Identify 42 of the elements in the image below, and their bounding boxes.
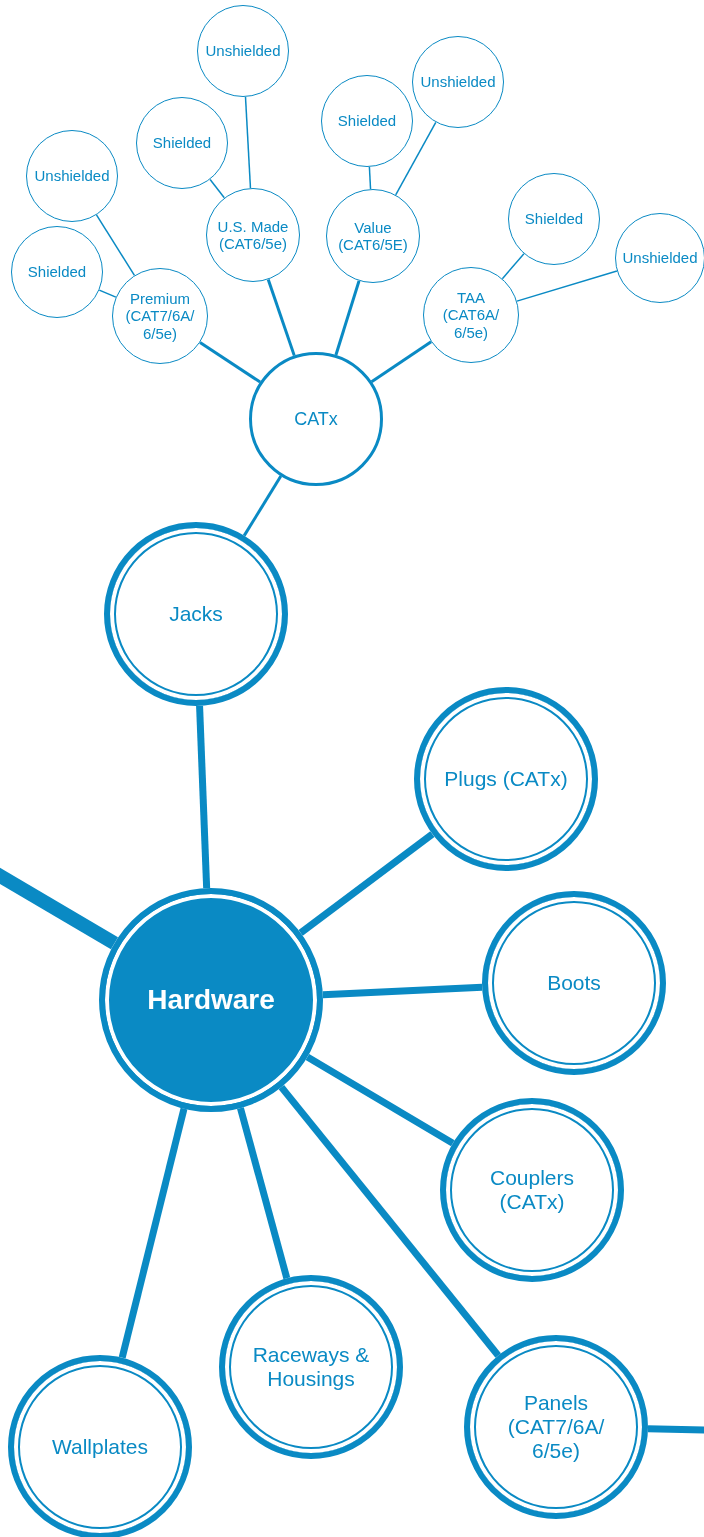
node-label: Couplers (CATx) bbox=[488, 1165, 575, 1215]
connector-line bbox=[196, 705, 211, 889]
connector-line bbox=[501, 253, 525, 280]
connector-line bbox=[334, 280, 361, 356]
connector-line bbox=[647, 1425, 704, 1434]
node-label: Shielded bbox=[152, 134, 212, 152]
node-label: Raceways & Housings bbox=[251, 1342, 371, 1392]
connector-line bbox=[95, 214, 136, 277]
node-label: Wallplates bbox=[51, 1434, 149, 1460]
connector-line bbox=[516, 270, 618, 302]
node-label: Premium (CAT7/6A/ 6/5e) bbox=[124, 290, 196, 342]
connector-line bbox=[242, 475, 283, 537]
connector-line bbox=[298, 831, 435, 936]
node-label: U.S. Made (CAT6/5e) bbox=[216, 217, 290, 253]
node-label: Boots bbox=[547, 970, 601, 996]
node-label: Shielded bbox=[524, 210, 584, 228]
connector-line bbox=[394, 121, 437, 196]
connector-line bbox=[305, 1054, 455, 1147]
node-label: CATx bbox=[294, 408, 338, 430]
connector-line bbox=[118, 1107, 188, 1359]
node-label: Unshielded bbox=[420, 73, 496, 91]
connector-line bbox=[370, 340, 432, 383]
connector-line bbox=[322, 983, 483, 999]
connector-line bbox=[199, 341, 261, 384]
node-label: Panels (CAT7/6A/ 6/5e) bbox=[506, 1390, 606, 1464]
connector-line bbox=[266, 279, 296, 357]
node-label: Unshielded bbox=[34, 167, 110, 185]
node-label: Shielded bbox=[27, 263, 87, 281]
node-label: Plugs (CATx) bbox=[444, 766, 568, 792]
connector-line bbox=[237, 1107, 291, 1280]
node-label: Jacks bbox=[169, 601, 223, 627]
connector-line bbox=[209, 178, 226, 199]
node-label: Unshielded bbox=[622, 249, 698, 267]
connector-line bbox=[98, 289, 117, 298]
node-label: Shielded bbox=[337, 112, 397, 130]
connector-line bbox=[368, 166, 372, 190]
node-label: TAA (CAT6A/ 6/5e) bbox=[441, 289, 501, 341]
node-label: Unshielded bbox=[205, 42, 281, 60]
node-label: Value (CAT6/5E) bbox=[337, 218, 409, 254]
connector-line bbox=[244, 96, 252, 189]
connector-line bbox=[278, 1084, 501, 1358]
node-label: Hardware bbox=[147, 983, 275, 1017]
